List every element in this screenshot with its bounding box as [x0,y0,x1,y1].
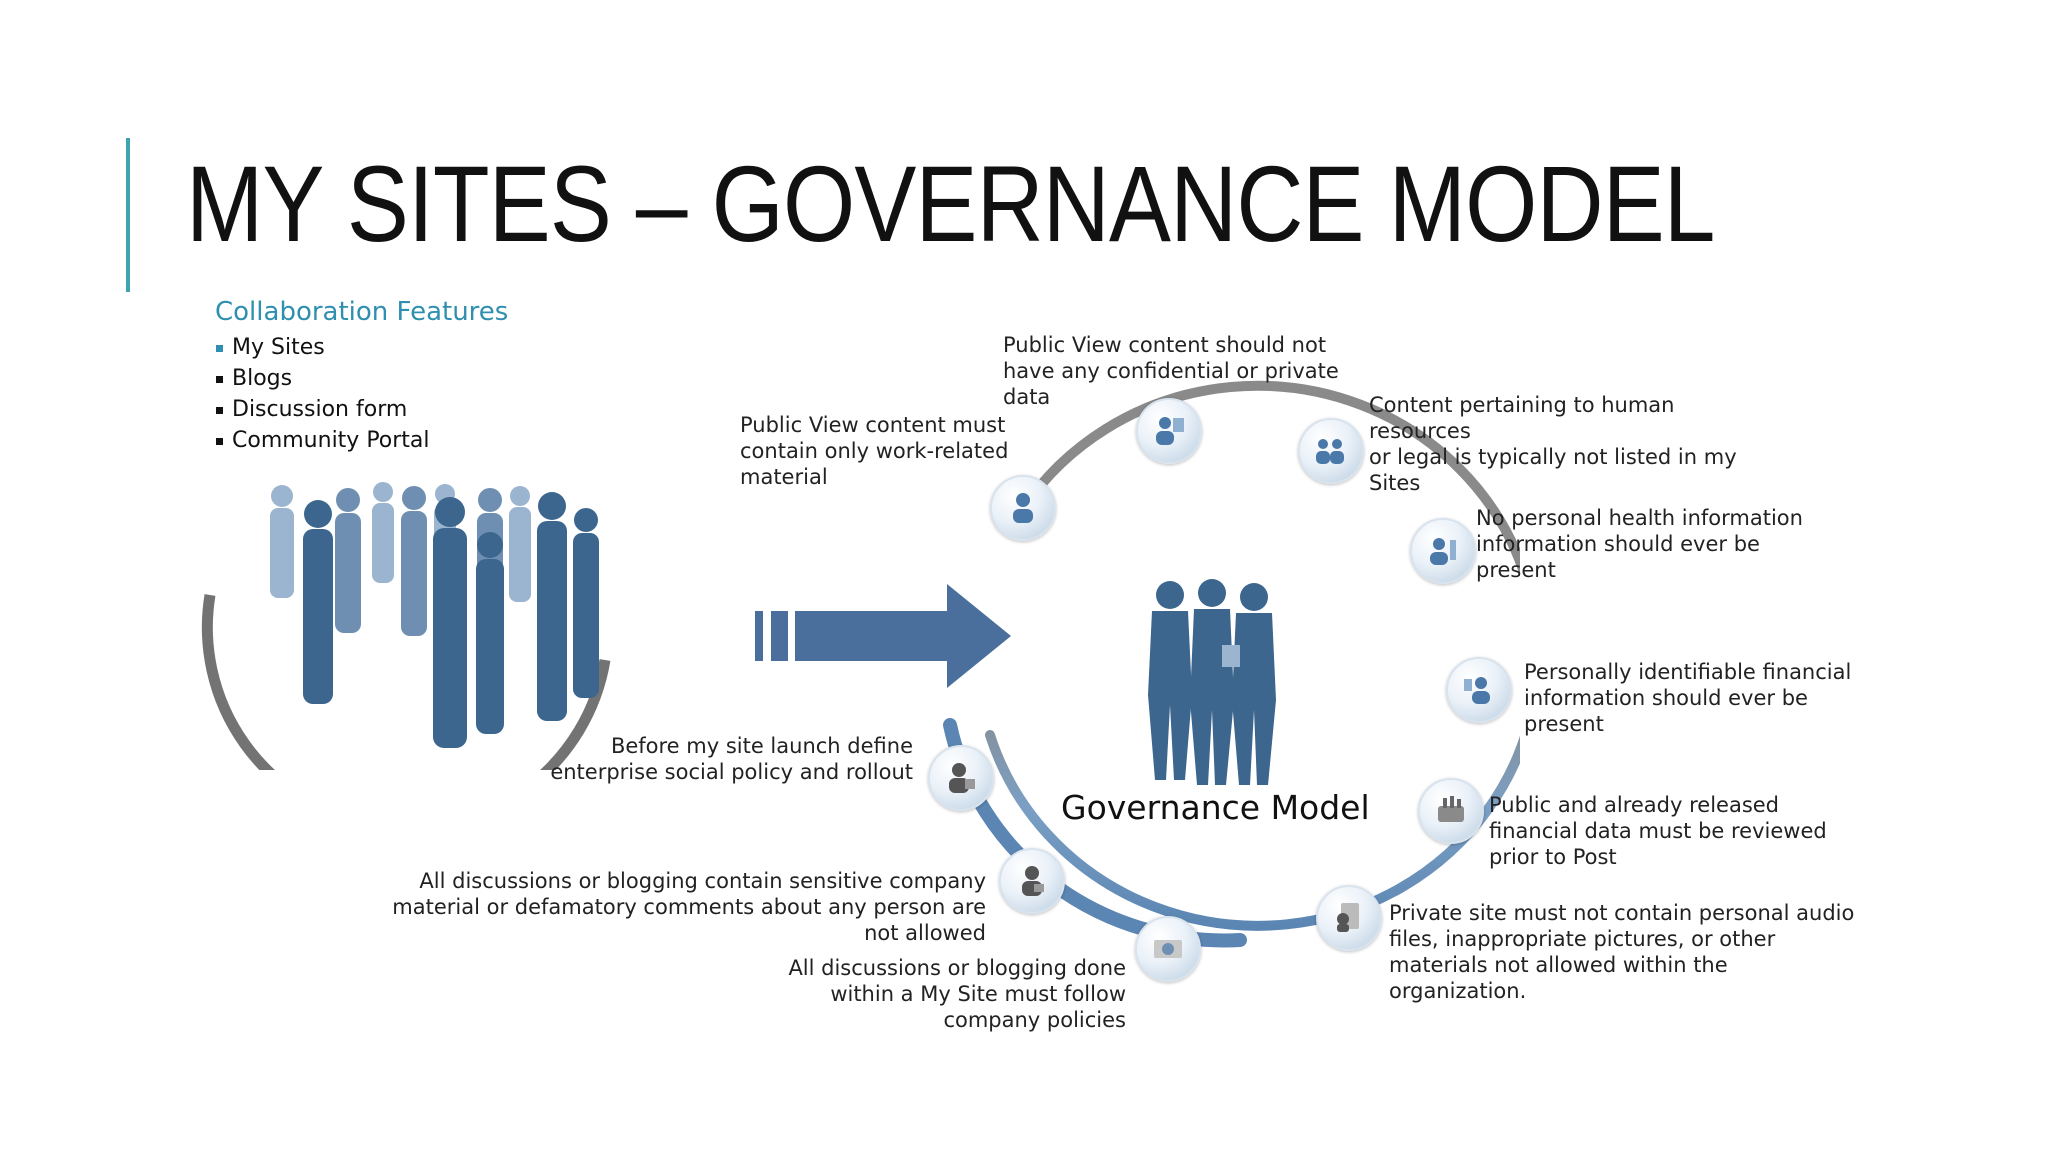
node-icon [1410,518,1476,584]
slide-title: MY SITES – GOVERNANCE MODEL [186,143,1715,264]
node-icon [1418,778,1484,844]
rule-label-private-site: Private site must not contain personal a… [1389,901,1855,1003]
rule-label-company-policies: All discussions or blogging done within … [788,956,1126,1032]
rule-label-confidential-data: Public View content should not have any … [1003,333,1339,409]
feature-item: Community Portal [215,425,430,456]
center-label: Governance Model [1061,788,1370,827]
feature-item: My Sites [215,332,430,363]
node-icon [1135,916,1201,982]
rule-label-health-info: No personal health information informati… [1476,506,1803,582]
rule-label-financial-info: Personally identifiable financial inform… [1524,660,1852,736]
feature-item: Blogs [215,363,430,394]
node-icon [1136,398,1202,464]
features-list: My Sites Blogs Discussion form Community… [215,332,430,456]
node-icon [1298,418,1364,484]
node-icon [928,745,994,811]
people-group-illustration [201,482,611,770]
node-icon [999,848,1065,914]
rule-label-work-related: Public View content must contain only wo… [740,413,1009,489]
semicircle-arc [201,594,611,770]
rule-label-hr-legal: Content pertaining to human resources or… [1369,393,1737,495]
node-icon [1316,885,1382,951]
right-arrow-icon [755,584,1011,688]
node-icon [990,475,1056,541]
features-heading: Collaboration Features [215,297,509,327]
feature-item: Discussion form [215,394,430,425]
title-accent-bar [126,138,130,292]
executives-group-icon [1148,579,1276,785]
rule-label-sensitive-material: All discussions or blogging contain sens… [392,869,986,945]
rule-label-social-policy: Before my site launch define enterprise … [550,734,913,784]
rule-label-released-financial: Public and already released financial da… [1489,793,1827,869]
node-icon [1446,657,1512,723]
